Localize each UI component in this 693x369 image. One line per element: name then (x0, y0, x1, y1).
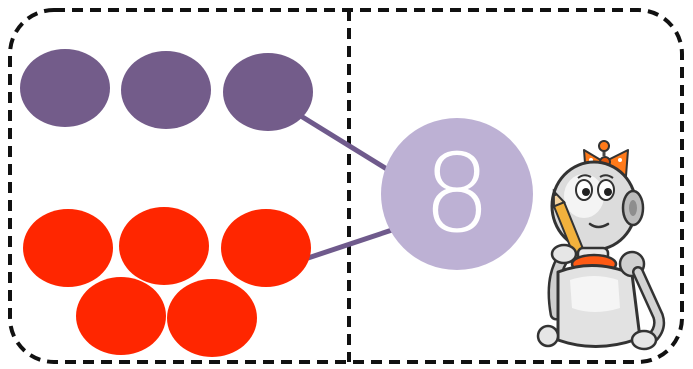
counter-dot (167, 279, 257, 357)
total-number: 8 (423, 132, 492, 257)
counter-dot (23, 209, 113, 287)
counter-dot (20, 49, 110, 127)
counter-dot (119, 207, 209, 285)
counter-dot (223, 53, 313, 131)
counter-dot (221, 209, 311, 287)
part-dots-top (20, 49, 313, 131)
total-bubble (381, 118, 533, 270)
counter-dot (76, 277, 166, 355)
connector-top (294, 110, 392, 174)
counter-dot (121, 51, 211, 129)
connector-bottom (304, 227, 393, 262)
thinking-robot-girl-icon (536, 140, 666, 351)
part-dots-bottom (23, 207, 311, 357)
